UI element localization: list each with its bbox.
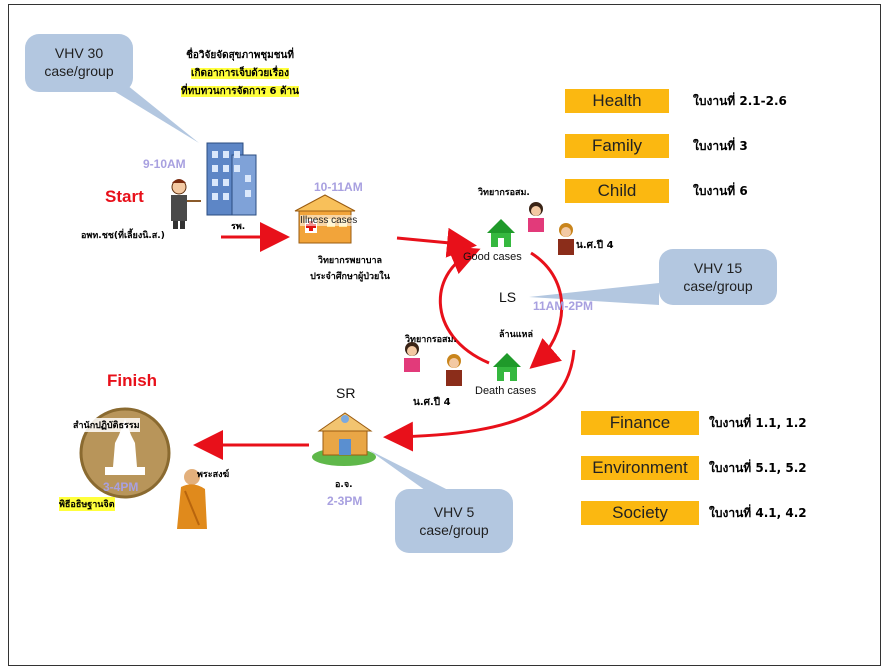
time-3-4pm: 3-4PM xyxy=(103,480,139,494)
arrow-ls-to-sr xyxy=(383,349,576,452)
presenter-person-icon xyxy=(171,179,201,229)
monk-icon xyxy=(177,469,207,529)
category-finance: Finance xyxy=(581,411,699,435)
good-house-icon xyxy=(487,219,515,247)
category-health-note: ใบงานที่ 2.1-2.6 xyxy=(693,94,787,108)
category-environment-note: ใบงานที่ 5.1, 5.2 xyxy=(709,461,807,475)
callout-vhv15-line1: VHV 15 xyxy=(693,260,743,276)
illness-caption: วิทยากรพยาบาล ประจำศึกษาผู้ป่วยใน xyxy=(295,253,405,285)
category-health: Health xyxy=(565,89,669,113)
callout-vhv30-line2: case/group xyxy=(44,63,114,79)
finish-label: Finish xyxy=(107,371,158,390)
sr-sub-label: อ.จ. xyxy=(335,480,353,490)
illness-caption-line1: วิทยากรพยาบาล xyxy=(317,256,383,266)
arrow-death-to-good xyxy=(438,246,490,365)
hospital-caption: รพ. xyxy=(231,222,246,232)
arrow-good-to-death xyxy=(529,251,564,369)
time-9-10am: 9-10AM xyxy=(143,157,186,171)
category-child: Child xyxy=(565,179,669,203)
death-house-icon xyxy=(493,353,521,381)
category-society-note: ใบงานที่ 4.1, 4.2 xyxy=(709,506,807,520)
death-cases-label: Death cases xyxy=(475,385,537,397)
good-speaker-caption: วิทยากรอสม. xyxy=(478,188,530,198)
death-speaker-caption: วิทยากรอสม. xyxy=(405,335,457,345)
illness-cases-label: Illness cases xyxy=(300,215,358,226)
death-student-caption: น.ศ.ปี 4 xyxy=(413,397,451,408)
category-finance-note: ใบงานที่ 1.1, 1.2 xyxy=(709,416,807,430)
callout-vhv5-line1: VHV 5 xyxy=(433,504,475,520)
diagram-frame: VHV 30 case/group VHV 15 case/group VHV … xyxy=(8,4,881,666)
illness-caption-line2: ประจำศึกษาผู้ป่วยใน xyxy=(310,272,390,282)
category-environment: Environment xyxy=(581,456,699,480)
callout-vhv15: VHV 15 case/group xyxy=(659,249,777,305)
callout-tail-vhv5 xyxy=(369,450,454,493)
category-family-note: ใบงานที่ 3 xyxy=(693,139,748,153)
category-family: Family xyxy=(565,134,669,158)
villager-woman-icon-good xyxy=(528,202,544,232)
thai-intro-line3: ที่ทบทวนการจัดการ 6 ด้าน xyxy=(181,86,299,97)
time-2-3pm: 2-3PM xyxy=(327,494,363,508)
sr-label: SR xyxy=(336,385,356,401)
villager-woman-icon-death xyxy=(404,342,420,372)
start-person-caption: อพท.ชช(ที่เลี้ยงนิ.ส.) xyxy=(81,231,165,241)
callout-vhv30: VHV 30 case/group xyxy=(25,34,133,92)
callout-tail-vhv15 xyxy=(529,283,659,305)
good-student-caption: น.ศ.ปี 4 xyxy=(576,240,614,251)
callout-vhv30-line1: VHV 30 xyxy=(54,45,104,61)
category-society: Society xyxy=(581,501,699,525)
student-icon-death xyxy=(446,354,462,386)
category-child-note: ใบงานที่ 6 xyxy=(693,184,748,198)
good-cases-label: Good cases xyxy=(463,251,522,263)
time-11am-2pm: 11AM-2PM xyxy=(533,299,594,313)
thai-intro-note: ชื่อวิจัยจัดสุขภาพชุมชนที่ เกิดอาการเจ็บ… xyxy=(165,47,315,101)
ls-label: LS xyxy=(499,289,517,305)
callout-vhv15-line2: case/group xyxy=(683,278,753,294)
callout-tail-vhv30 xyxy=(104,85,199,143)
time-10-11am: 10-11AM xyxy=(314,180,363,194)
callout-vhv5: VHV 5 case/group xyxy=(395,489,513,553)
hospital-building-icon xyxy=(206,142,257,216)
thai-intro-line1: ชื่อวิจัยจัดสุขภาพชุมชนที่ xyxy=(186,50,294,61)
start-label: Start xyxy=(105,187,144,206)
arrow-illness-to-good xyxy=(396,227,477,258)
thai-intro-line2: เกิดอาการเจ็บด้วยเรื่อง xyxy=(191,68,289,79)
finish-place-caption: สำนักปฏิบัติธรรม xyxy=(73,418,140,432)
monk-caption: พระสงฆ์ xyxy=(197,470,230,480)
student-icon-good xyxy=(558,223,574,255)
finish-ceremony-caption: พิธีอธิษฐานจิต xyxy=(59,497,115,511)
ls-sub-label: ล้านแหล่ xyxy=(499,330,533,340)
sr-building-icon xyxy=(312,412,376,466)
callout-vhv5-line2: case/group xyxy=(419,522,489,538)
